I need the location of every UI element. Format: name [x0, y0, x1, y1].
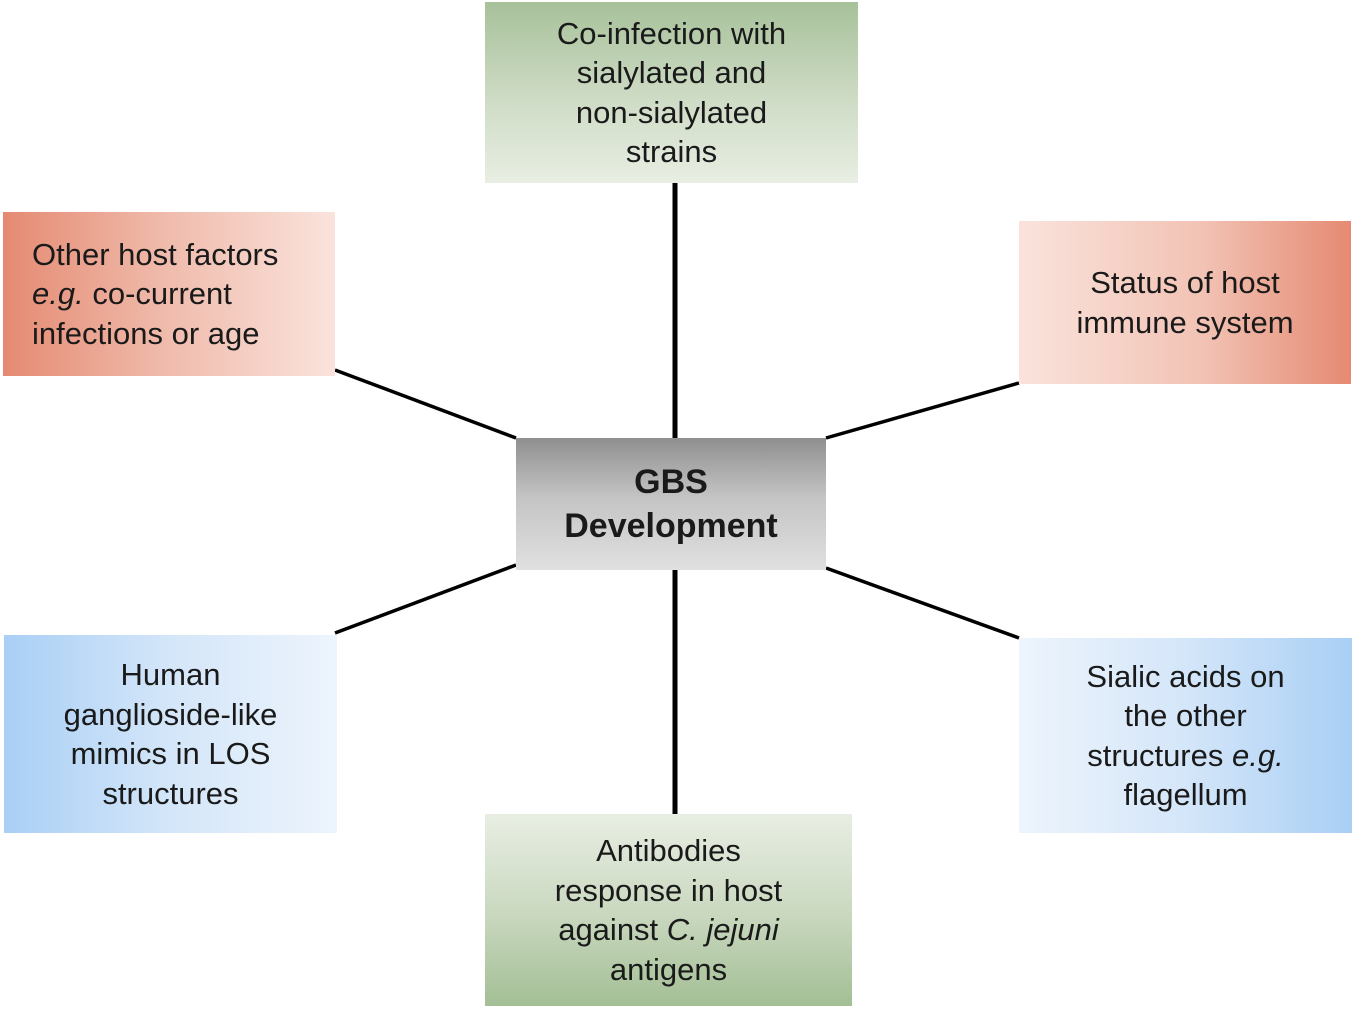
node-text-line: antigens [609, 951, 728, 987]
connector-lower-right [825, 566, 1020, 640]
node-text-line: immune system [1076, 304, 1294, 340]
node-text-line: structures [102, 775, 239, 811]
connector-upper-left [334, 368, 517, 440]
node-text-line: non-sialylated [575, 94, 768, 130]
node-text-line: Antibodies [596, 833, 741, 868]
node-text-fragment: co-current [83, 276, 232, 312]
center-node-gbs-development: GBS Development [516, 438, 826, 570]
node-text-italic: e.g. [32, 276, 84, 312]
node-host-immune-status: Status of host immune system [1019, 221, 1351, 384]
node-text-line: sialylated and [576, 55, 767, 90]
center-node-line: Development [564, 507, 778, 545]
node-text-line: response in host [554, 872, 783, 908]
node-text-line: mimics in LOS [70, 736, 271, 771]
node-text-line: Status of host [1090, 265, 1280, 300]
connector-lower-left [334, 563, 517, 635]
node-text-fragment: structures [1087, 737, 1232, 773]
center-node-line: GBS [634, 463, 708, 501]
node-text-line: ganglioside-like [63, 696, 278, 732]
node-other-host-factors: Other host factors e.g. co-current infec… [3, 212, 335, 376]
node-text-line: e.g. co-current [32, 274, 232, 314]
node-text-line: against C. jejuni [558, 910, 779, 950]
node-text-line: strains [625, 134, 718, 169]
node-text-line: Sialic acids on [1086, 658, 1285, 694]
node-text-italic: C. jejuni [666, 912, 779, 947]
connector-upper-right [825, 381, 1020, 440]
node-text-fragment: against [558, 912, 667, 947]
node-text-line: Human [120, 657, 221, 692]
node-text-line: flagellum [1123, 777, 1248, 812]
node-ganglioside-mimics: Human ganglioside-like mimics in LOS str… [4, 635, 337, 833]
node-sialic-acids: Sialic acids on the other structures e.g… [1019, 638, 1352, 833]
node-text-line: structures e.g. [1087, 736, 1283, 776]
node-antibodies-response: Antibodies response in host against C. j… [485, 814, 852, 1006]
node-text-line: Co-infection with [556, 15, 787, 51]
node-text-line: Other host factors [32, 236, 279, 272]
node-co-infection: Co-infection with sialylated and non-sia… [485, 2, 858, 183]
node-text-line: the other [1124, 698, 1247, 733]
node-text-line: infections or age [32, 315, 260, 351]
node-text-italic: e.g. [1232, 737, 1284, 773]
